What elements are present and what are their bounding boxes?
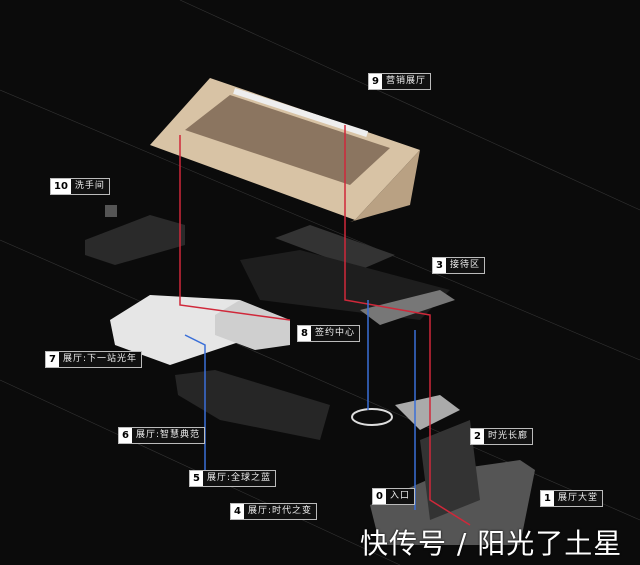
label-text: 展厅大堂 (557, 493, 598, 503)
label-text: 展厅:全球之蓝 (206, 473, 272, 483)
label-number: 0 (373, 489, 386, 504)
watermark: 快传号 / 阳光了土星 (360, 527, 623, 560)
label-text: 营销展厅 (385, 76, 426, 86)
label-number: 6 (119, 428, 132, 443)
washroom-block (85, 205, 185, 265)
label-number: 4 (231, 504, 244, 519)
label-number: 5 (190, 471, 203, 486)
label-number: 10 (51, 179, 71, 194)
label-number: 8 (298, 326, 311, 341)
label-text: 签约中心 (314, 328, 355, 338)
time-corridor-and-lobby (370, 420, 535, 545)
reception-area (240, 225, 455, 325)
label-text: 展厅:时代之变 (247, 506, 313, 516)
label-text: 时光长廊 (487, 431, 528, 441)
label-text: 接待区 (449, 260, 480, 270)
label-number: 9 (369, 74, 382, 89)
floor-9-marketing-hall (150, 78, 420, 222)
label-text: 展厅:智慧典范 (135, 430, 201, 440)
label-text: 入口 (389, 491, 410, 501)
label-text: 展厅:下一站光年 (62, 354, 138, 364)
label-number: 3 (433, 258, 446, 273)
label-number: 2 (471, 429, 484, 444)
label-text: 洗手间 (74, 181, 105, 191)
label-number: 7 (46, 352, 59, 367)
label-number: 1 (541, 491, 554, 506)
hall-5-6-tunnel (175, 370, 460, 440)
